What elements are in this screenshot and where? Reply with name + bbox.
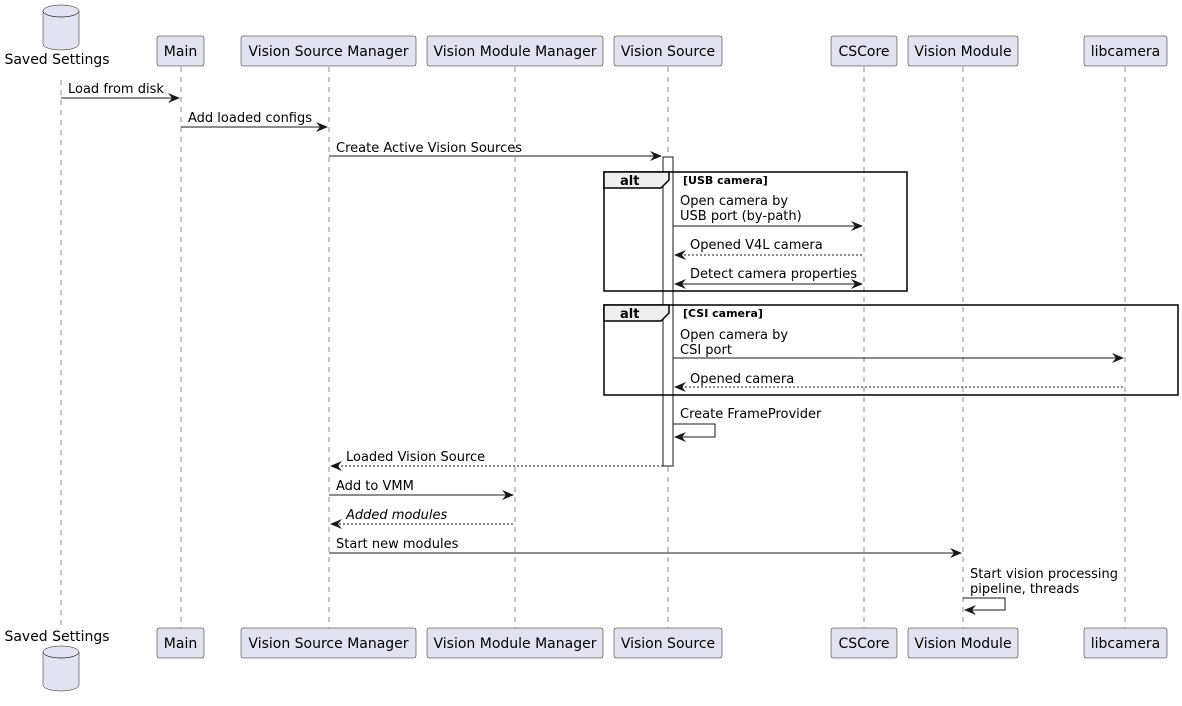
database-icon xyxy=(42,645,80,692)
message-start-new-modules: Start new modules xyxy=(329,537,962,558)
alt-frame-tab xyxy=(603,304,670,322)
participant-saved-settings: Saved Settings xyxy=(4,629,110,692)
message-create-active-vision-sources: Create Active Vision Sources xyxy=(329,141,662,161)
participant-label: Saved Settings xyxy=(4,52,109,68)
participant-label: Main xyxy=(164,44,197,60)
participant-label: libcamera xyxy=(1091,44,1161,60)
message-label-line-2: pipeline, threads xyxy=(970,582,1079,597)
alt-keyword: alt xyxy=(620,307,639,322)
participants-top: Saved Settings Main Vision Source Manage… xyxy=(4,4,1168,68)
alt-frame-tab xyxy=(603,171,670,189)
message-added-modules: Added modules xyxy=(330,508,513,529)
participant-label: CSCore xyxy=(838,636,889,652)
alt-keyword: alt xyxy=(620,174,639,189)
message-label-line-1: Start vision processing xyxy=(970,567,1118,582)
message-label-line-2: USB port (by-path) xyxy=(680,209,802,224)
message-open-camera-usb: Open camera by USB port (by-path) xyxy=(673,194,863,231)
message-add-loaded-configs: Add loaded configs xyxy=(181,111,328,132)
participant-label: CSCore xyxy=(838,44,889,60)
participant-vision-source-manager: Vision Source Manager xyxy=(240,35,417,67)
participant-cscore: CSCore xyxy=(830,35,898,67)
message-label: Start new modules xyxy=(336,537,459,552)
message-arrow xyxy=(963,597,1006,615)
alt-frame-csi-camera: alt [CSI camera] xyxy=(603,304,1179,396)
message-label: Load from disk xyxy=(68,82,164,97)
message-label-line-1: Open camera by xyxy=(680,328,788,343)
message-label: Added modules xyxy=(345,508,447,523)
message-detect-camera-properties: Detect camera properties xyxy=(674,267,863,289)
message-label-line-2: CSI port xyxy=(680,343,732,358)
participant-label: Main xyxy=(164,636,197,652)
participant-libcamera: libcamera xyxy=(1083,627,1168,659)
participant-vision-module: Vision Module xyxy=(907,35,1019,67)
message-label: Add loaded configs xyxy=(188,111,312,126)
participant-vision-module: Vision Module xyxy=(907,627,1019,659)
participant-vision-source-manager: Vision Source Manager xyxy=(240,627,417,659)
participants-bottom: Saved Settings Main Vision Source Manage… xyxy=(4,627,1168,692)
message-open-camera-csi: Open camera by CSI port xyxy=(673,328,1124,363)
message-add-to-vmm: Add to VMM xyxy=(329,479,514,500)
message-opened-camera: Opened camera xyxy=(674,372,1123,392)
participant-label: libcamera xyxy=(1091,636,1161,652)
alt-frame-border xyxy=(603,171,908,292)
participant-vision-source: Vision Source xyxy=(613,627,723,659)
alt-guard: [USB camera] xyxy=(683,174,768,187)
message-arrow xyxy=(673,423,716,442)
participant-label: Vision Module Manager xyxy=(434,44,597,60)
message-load-from-disk: Load from disk xyxy=(61,82,180,103)
message-label: Create FrameProvider xyxy=(680,407,822,422)
participant-label: Vision Source Manager xyxy=(248,636,408,652)
participant-vision-module-manager: Vision Module Manager xyxy=(426,35,604,67)
participant-main: Main xyxy=(156,35,205,67)
participant-label: Vision Module xyxy=(914,44,1011,60)
participant-cscore: CSCore xyxy=(830,627,898,659)
message-start-vision-processing: Start vision processing pipeline, thread… xyxy=(963,567,1118,615)
participant-label: Vision Source xyxy=(621,44,715,60)
participant-label: Saved Settings xyxy=(4,629,109,645)
participant-label: Vision Source xyxy=(621,636,715,652)
alt-frame-usb-camera: alt [USB camera] xyxy=(603,171,908,292)
message-create-frameprovider: Create FrameProvider xyxy=(673,407,822,442)
participant-main: Main xyxy=(156,627,205,659)
message-opened-v4l-camera: Opened V4L camera xyxy=(674,238,862,260)
message-label-line-1: Open camera by xyxy=(680,194,788,209)
messages: Load from disk Add loaded configs Create… xyxy=(61,82,1124,615)
participant-vision-module-manager: Vision Module Manager xyxy=(426,627,604,659)
message-label: Opened camera xyxy=(690,372,794,387)
participant-libcamera: libcamera xyxy=(1083,35,1168,67)
participant-label: Vision Module Manager xyxy=(434,636,597,652)
message-label: Opened V4L camera xyxy=(690,238,823,253)
message-label: Detect camera properties xyxy=(690,267,857,282)
message-label: Add to VMM xyxy=(336,479,414,494)
message-label: Create Active Vision Sources xyxy=(336,141,522,156)
participant-label: Vision Module xyxy=(914,636,1011,652)
alt-frame-border xyxy=(603,304,1179,396)
message-label: Loaded Vision Source xyxy=(346,450,485,465)
alt-guard: [CSI camera] xyxy=(683,307,763,320)
message-loaded-vision-source: Loaded Vision Source xyxy=(330,450,663,471)
participant-label: Vision Source Manager xyxy=(248,44,408,60)
participant-saved-settings: Saved Settings xyxy=(4,4,110,68)
participant-vision-source: Vision Source xyxy=(613,35,723,67)
lifelines xyxy=(60,67,1126,630)
database-icon xyxy=(42,4,80,51)
